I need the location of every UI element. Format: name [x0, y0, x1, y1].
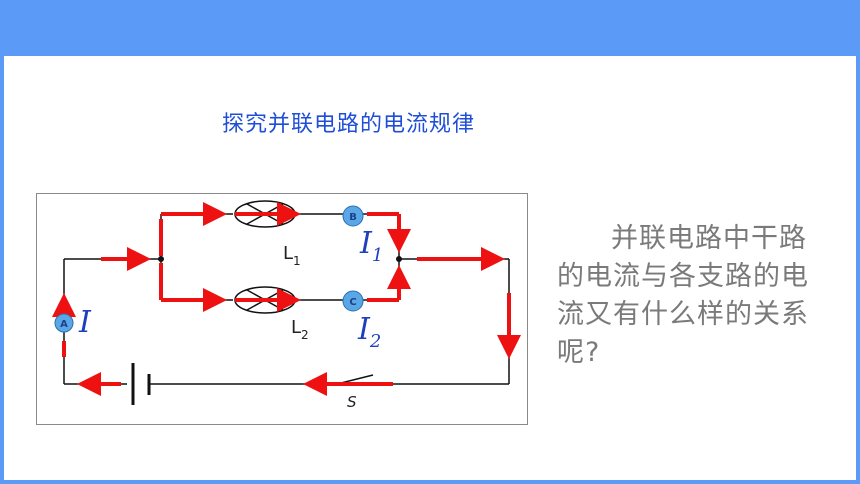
- ammeter-b: B: [342, 205, 364, 227]
- lamp-l1-label: L1: [283, 243, 301, 268]
- current-branch2-label: I2: [357, 312, 381, 352]
- svg-text:A: A: [60, 319, 68, 330]
- junction-right: [396, 256, 402, 262]
- battery-icon: [131, 363, 151, 405]
- slide-frame: [0, 56, 860, 484]
- junction-left: [158, 256, 164, 262]
- circuit-diagram: S L1 L2: [36, 193, 528, 425]
- current-arrows: [52, 202, 521, 396]
- lamp-l2-label: L2: [291, 317, 309, 342]
- question-text: 并联电路中干路的电流与各支路的电流又有什么样的关系呢?: [557, 223, 809, 368]
- current-branch1-label: I1: [359, 226, 383, 266]
- svg-text:C: C: [349, 297, 356, 308]
- ammeter-c: C: [342, 290, 364, 312]
- svg-text:B: B: [349, 212, 357, 223]
- ammeter-a: A: [54, 313, 74, 333]
- current-main-label: I: [78, 305, 92, 340]
- slide-title: 探究并联电路的电流规律: [222, 112, 476, 137]
- switch-label: S: [347, 393, 357, 411]
- top-banner: [0, 0, 860, 56]
